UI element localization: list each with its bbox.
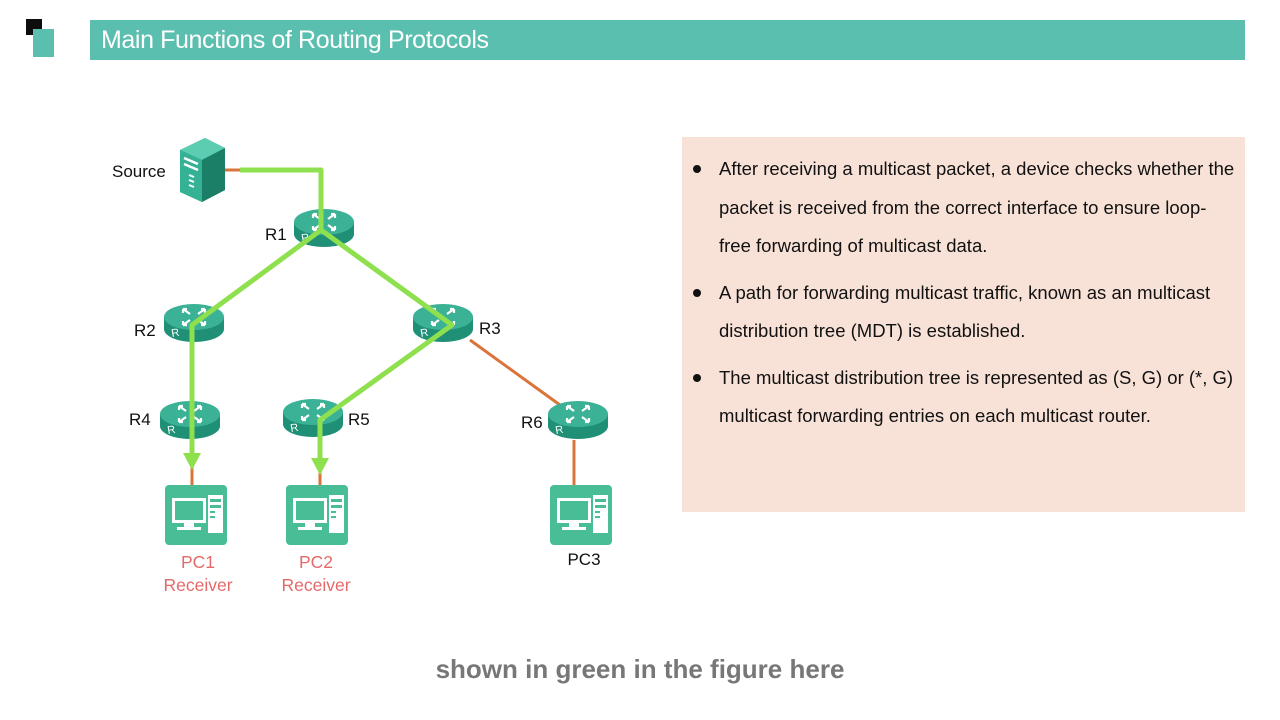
network-diagram: R: [112, 138, 612, 595]
label-r3: R3: [479, 319, 501, 338]
explanation-box: After receiving a multicast packet, a de…: [682, 137, 1245, 512]
mdt-arrowhead-pc2: [311, 458, 329, 475]
bullet-dot-icon: [693, 288, 701, 297]
label-pc2-role: Receiver: [281, 575, 350, 595]
label-pc1-role: Receiver: [163, 575, 232, 595]
label-r1: R1: [265, 225, 287, 244]
pc1-icon: [165, 485, 227, 545]
mdt-arrowhead-pc1: [183, 453, 201, 470]
label-r2: R2: [134, 321, 156, 340]
bullet-text: After receiving a multicast packet, a de…: [719, 158, 1235, 256]
mdt-path: [189, 167, 455, 460]
router-r6-icon: [546, 399, 610, 441]
label-r5: R5: [348, 410, 370, 429]
bullet-item: After receiving a multicast packet, a de…: [692, 150, 1237, 266]
router-r5-icon: [281, 397, 345, 439]
mdt-r1-r3-r5: [317, 227, 455, 460]
router-r3-icon: [411, 302, 475, 344]
bullet-dot-icon: [693, 165, 701, 173]
label-source: Source: [112, 162, 166, 181]
label-r6: R6: [521, 413, 543, 432]
title-bar: Main Functions of Routing Protocols: [90, 20, 1245, 60]
logo-square-teal: [33, 29, 54, 57]
label-pc2: PC2: [299, 552, 333, 572]
mdt-source-r1: [240, 167, 324, 230]
subtitle-caption: shown in green in the figure here: [435, 654, 845, 684]
label-pc3: PC3: [567, 550, 600, 569]
bullet-item: A path for forwarding multicast traffic,…: [692, 274, 1237, 351]
bullet-text: A path for forwarding multicast traffic,…: [719, 281, 1211, 342]
bullet-list: After receiving a multicast packet, a de…: [692, 150, 1237, 444]
link-r3-r6: [469, 338, 561, 407]
bullet-text: The multicast distribution tree is repre…: [719, 366, 1234, 427]
pc2-icon: [286, 485, 348, 545]
bullet-item: The multicast distribution tree is repre…: [692, 359, 1237, 436]
label-r4: R4: [129, 410, 151, 429]
pc3-icon: [550, 485, 612, 545]
server-icon: [180, 138, 225, 202]
bullet-dot-icon: [693, 373, 701, 382]
label-pc1: PC1: [181, 552, 215, 572]
mdt-r1-r2-r4: [189, 227, 323, 455]
slide-title: Main Functions of Routing Protocols: [101, 26, 489, 54]
